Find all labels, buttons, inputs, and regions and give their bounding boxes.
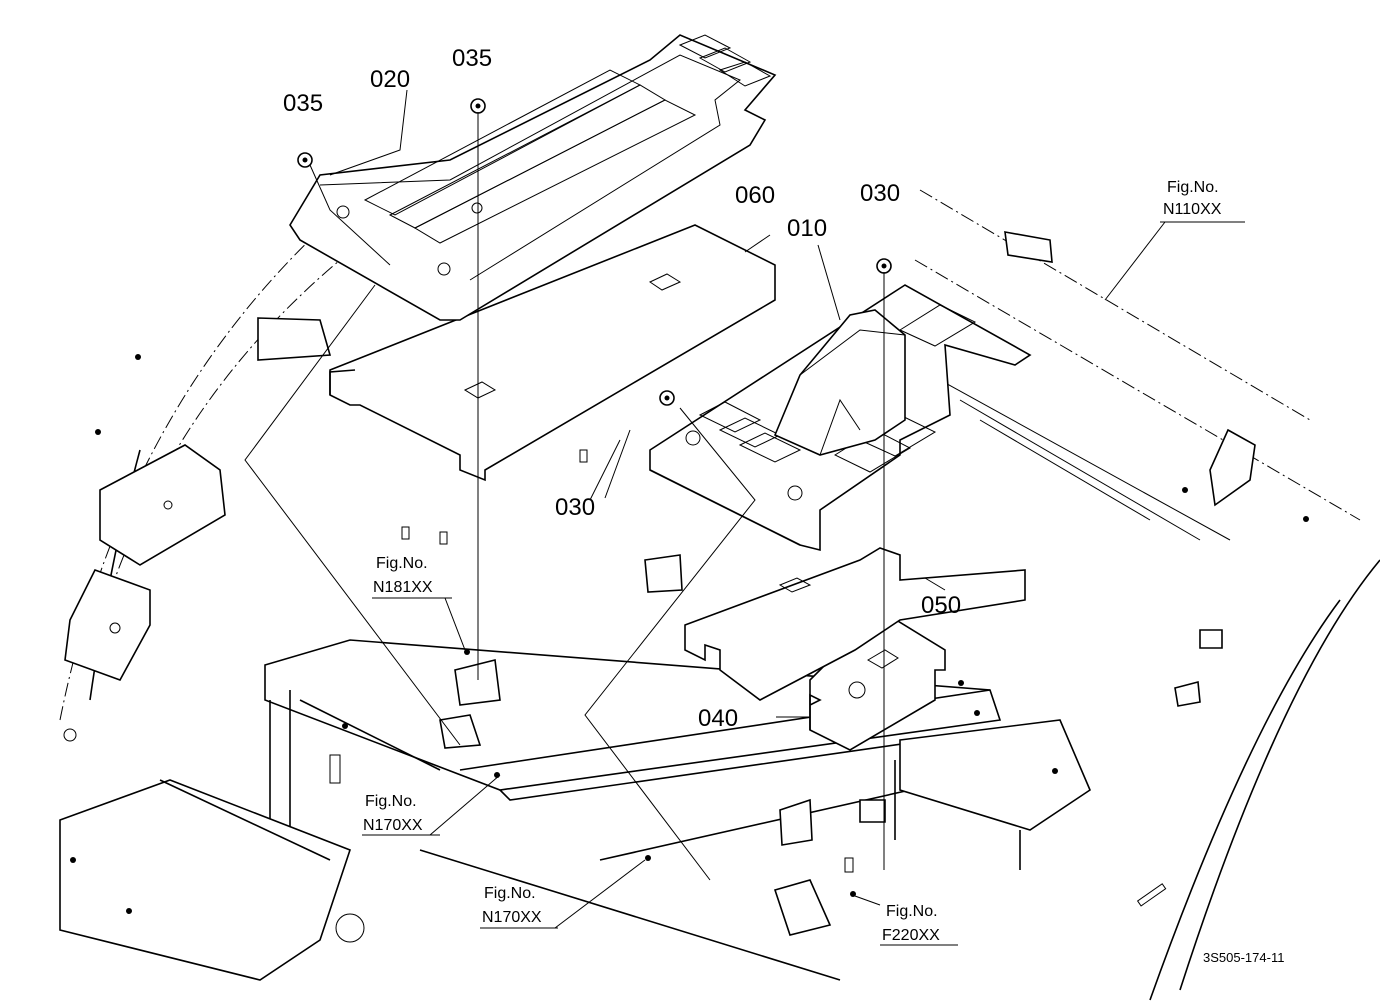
left-brackets [64,317,332,681]
fig-ref-f220-code: F220XX [882,927,940,944]
fig-ref-n170b-label: Fig.No. [484,885,536,902]
part-060-block [329,224,776,482]
fig-ref-n181-label: Fig.No. [376,555,428,572]
fig-ref-n170b-code: N170XX [482,909,542,926]
fig-ref-n110-label: Fig.No. [1167,179,1219,196]
drawing-code: 3S505-174-11 [1203,950,1284,965]
label-030-top: 030 [860,180,900,207]
fig-ref-n110-code: N110XX [1163,201,1222,218]
fig-ref-f220-label: Fig.No. [886,903,938,920]
label-020: 020 [370,66,410,93]
label-030-mid: 030 [555,494,595,521]
part-040-block [809,608,946,751]
label-050: 050 [921,592,961,619]
fig-ref-n170a-label: Fig.No. [365,793,417,810]
label-060: 060 [735,182,775,209]
part-labels: 035 020 035 060 010 030 030 050 040 [283,45,961,732]
assembly-lines [244,89,1245,946]
bolts [297,98,892,873]
part-050-plate [684,547,1026,701]
label-035-left: 035 [283,90,323,117]
figure-references: Fig.No. N110XX Fig.No. N181XX Fig.No. N1… [363,179,1222,944]
label-040: 040 [698,705,738,732]
fastener-holes [70,354,1309,914]
label-035-top: 035 [452,45,492,72]
fig-ref-n181-code: N181XX [373,579,433,596]
part-010-cover [649,284,1032,552]
fig-ref-n170a-code: N170XX [363,817,423,834]
part-020-cover [289,34,777,321]
label-010: 010 [787,215,827,242]
